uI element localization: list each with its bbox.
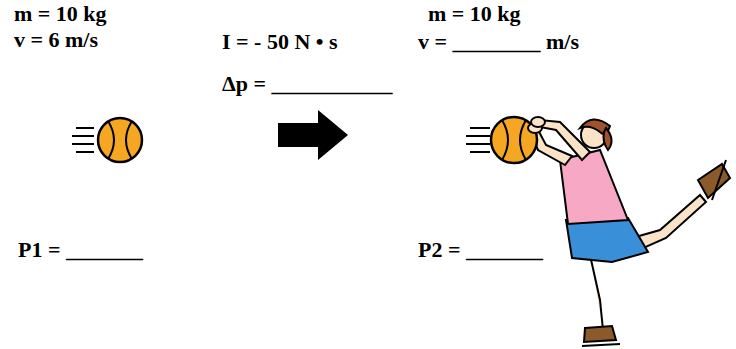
label-text: P1 = _______ bbox=[18, 238, 143, 262]
label-text: v = 6 m/s bbox=[14, 28, 98, 52]
label-text: v = ________ m/s bbox=[418, 30, 579, 54]
skater-figure bbox=[466, 117, 730, 346]
label-text: I = - 50 N • s bbox=[222, 30, 338, 54]
label-text: m = 10 kg bbox=[428, 2, 521, 26]
label-text: m = 10 kg bbox=[14, 2, 107, 26]
ball bbox=[72, 118, 142, 162]
label-text: Δp = ___________ bbox=[222, 72, 393, 96]
label-text: P2 = _______ bbox=[418, 238, 543, 262]
block-arrow bbox=[278, 110, 348, 160]
